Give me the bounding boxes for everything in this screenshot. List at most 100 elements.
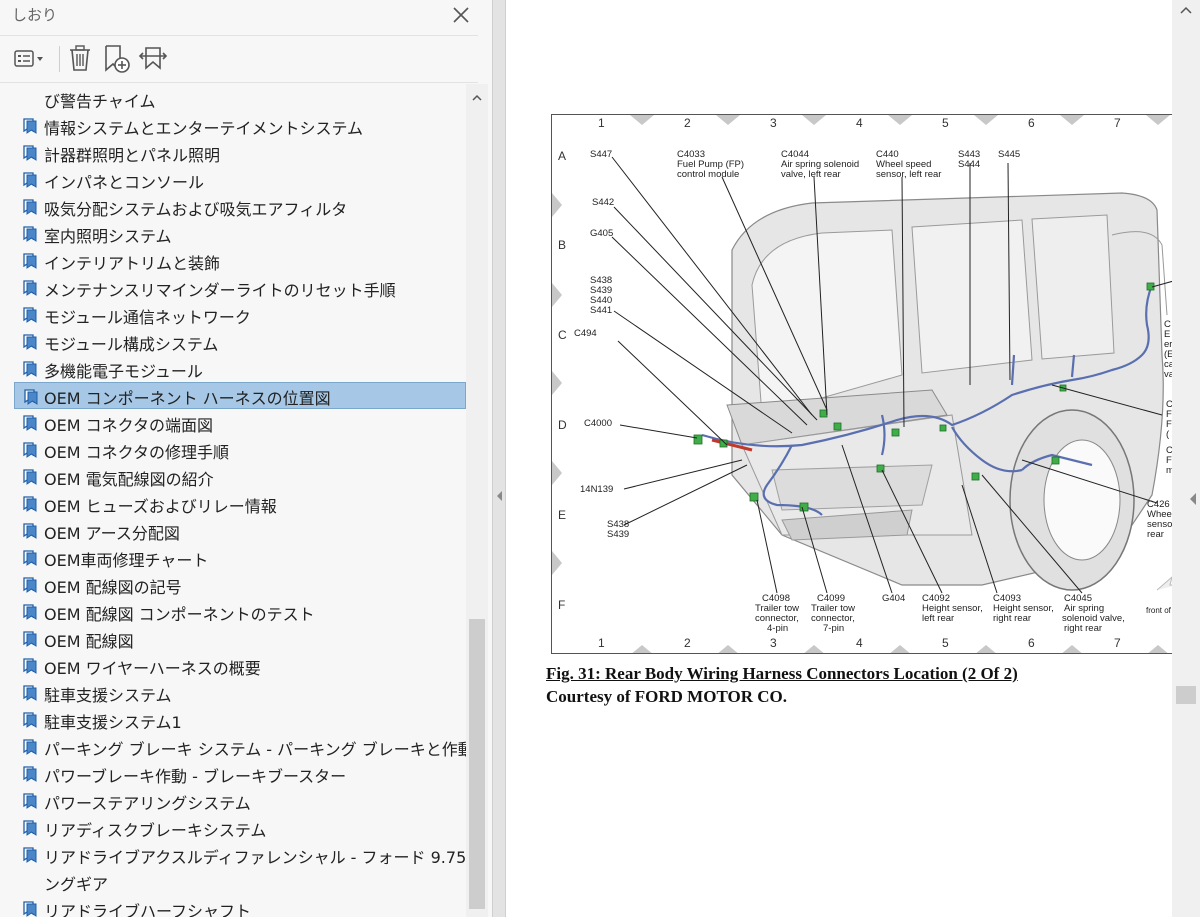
toolbar-divider <box>0 82 478 83</box>
callout-front-of: front of <box>1146 606 1172 615</box>
bookmark-label: OEM コンポーネント ハーネスの位置図 <box>44 389 331 408</box>
bookmark-item[interactable]: パワーステアリングシステム <box>14 787 466 814</box>
bookmark-label: 吸気分配システムおよび吸気エアフィルタ <box>44 200 348 219</box>
harness-segment-red <box>711 438 753 452</box>
bookmark-item[interactable]: パワーブレーキ作動 - ブレーキブースター <box>14 760 466 787</box>
callout-c4092-desc2: left rear <box>922 613 954 624</box>
bookmark-label: モジュール構成システム <box>44 335 219 354</box>
callout-s439-lower: S439 <box>607 529 629 540</box>
callout-s438-lower: S438 <box>607 519 629 530</box>
bookmark-item[interactable]: 室内照明システム <box>14 220 466 247</box>
callout-right-f3: F <box>1166 455 1172 466</box>
callout-right-e: E <box>1164 329 1170 340</box>
bookmark-item[interactable]: 駐車支援システム1 <box>14 706 466 733</box>
bookmark-icon <box>23 253 37 269</box>
bookmark-item[interactable]: インテリアトリムと装飾 <box>14 247 466 274</box>
bookmark-item[interactable]: 多機能電子モジュール <box>14 355 466 382</box>
grid-row-letter: C <box>558 328 567 342</box>
callout-c440-desc1: Wheel speed <box>876 159 931 170</box>
bookmark-item[interactable]: 情報システムとエンターテイメントシステム <box>14 112 466 139</box>
callout-right-m: m <box>1166 465 1174 476</box>
bookmark-item[interactable]: モジュール通信ネットワーク <box>14 301 466 328</box>
bookmark-icon <box>23 280 37 296</box>
callout-c4092: C4092 <box>922 593 950 604</box>
callout-c4093: C4093 <box>993 593 1021 604</box>
callout-c494: C494 <box>574 328 597 339</box>
scroll-up-button[interactable] <box>470 90 484 104</box>
bookmark-item[interactable]: OEM ワイヤーハーネスの概要 <box>14 652 466 679</box>
bookmark-item[interactable]: 計器群照明とパネル照明 <box>14 139 466 166</box>
bookmark-item[interactable]: パーキング ブレーキ システム - パーキング ブレーキと作動 <box>14 733 466 760</box>
bookmark-label: パーキング ブレーキ システム - パーキング ブレーキと作動 <box>44 740 466 759</box>
bookmark-item[interactable]: モジュール構成システム <box>14 328 466 355</box>
grid-column-number: 7 <box>1114 116 1121 130</box>
bookmark-item[interactable]: OEM アース分配図 <box>14 517 466 544</box>
frame-marker <box>1062 645 1082 653</box>
bookmark-item[interactable]: OEM 配線図の記号 <box>14 571 466 598</box>
document-scrollbar[interactable] <box>1172 0 1200 917</box>
scroll-thumb[interactable] <box>469 619 485 909</box>
grid-column-number: 1 <box>598 116 605 130</box>
bookmark-icon <box>23 415 37 431</box>
bookmark-item[interactable]: OEM コネクタの修理手順 <box>14 436 466 463</box>
frame-marker <box>552 551 562 575</box>
bookmark-list: び警告チャイム 情報システムとエンターテイメントシステム計器群照明とパネル照明イ… <box>0 84 466 917</box>
bookmark-label: インテリアトリムと装飾 <box>44 254 221 273</box>
bookmark-item[interactable]: 吸気分配システムおよび吸気エアフィルタ <box>14 193 466 220</box>
callout-s442: S442 <box>592 197 614 208</box>
callout-c4099-desc1: Trailer tow <box>811 603 855 614</box>
grid-column-number: 4 <box>856 636 863 650</box>
bookmark-item[interactable]: リアディスクブレーキシステム <box>14 814 466 841</box>
bookmark-item[interactable]: OEM 配線図 コンポーネントのテスト <box>14 598 466 625</box>
expand-bookmark-button[interactable] <box>138 44 168 74</box>
new-bookmark-button[interactable] <box>102 44 132 74</box>
delete-bookmark-button[interactable] <box>66 44 94 74</box>
callout-g404: G404 <box>882 593 905 604</box>
close-icon <box>453 7 469 23</box>
bookmark-icon <box>23 172 37 188</box>
callout-c4033-desc2: control module <box>677 169 739 180</box>
bookmark-icon <box>24 389 38 405</box>
bookmark-icon <box>23 145 37 161</box>
vehicle-illustration <box>726 192 1168 591</box>
bookmark-item[interactable]: リアドライブハーフシャフト <box>14 895 466 917</box>
callout-c440-desc2: sensor, left rear <box>876 169 941 180</box>
bookmark-item[interactable]: メンテナンスリマインダーライトのリセット手順 <box>14 274 466 301</box>
bookmark-label: 情報システムとエンターテイメントシステム <box>44 119 364 138</box>
bookmark-item[interactable]: OEM車両修理チャート <box>14 544 466 571</box>
grid-column-number: 3 <box>770 636 777 650</box>
options-button[interactable] <box>12 44 48 74</box>
grid-row-letter: D <box>558 418 567 432</box>
grid-column-number: 3 <box>770 116 777 130</box>
bookmark-label: 計器群照明とパネル照明 <box>44 146 221 165</box>
bookmark-item[interactable]: OEM 配線図 <box>14 625 466 652</box>
callout-right-paren-e: (E <box>1164 349 1174 360</box>
document-scroll-thumb[interactable] <box>1176 686 1196 704</box>
frame-marker <box>552 193 562 217</box>
bookmark-item[interactable]: OEM ヒューズおよびリレー情報 <box>14 490 466 517</box>
bookmark-label: リアドライブアクスルディファレンシャル - フォード 9.75 インチリ <box>44 848 466 867</box>
bookmark-label: OEM 配線図 コンポーネントのテスト <box>44 605 315 624</box>
bookmark-item[interactable]: OEM コンポーネント ハーネスの位置図 <box>14 382 466 409</box>
bookmark-item[interactable]: OEM 電気配線図の紹介 <box>14 463 466 490</box>
pane-splitter[interactable] <box>492 0 506 917</box>
bookmark-item[interactable]: 駐車支援システム <box>14 679 466 706</box>
bookmark-item[interactable]: OEM コネクタの端面図 <box>14 409 466 436</box>
bookmark-icon <box>23 739 37 755</box>
callout-c4033: C4033 <box>677 149 705 160</box>
callout-s440: S440 <box>590 295 612 306</box>
bookmark-item[interactable]: リアドライブアクスルディファレンシャル - フォード 9.75 インチリ <box>14 841 466 868</box>
callout-c426: C426 <box>1147 499 1170 510</box>
bookmark-icon <box>23 766 37 782</box>
close-panel-button[interactable] <box>448 2 474 28</box>
bookmark-scrollbar[interactable] <box>466 84 488 917</box>
bookmark-icon <box>23 307 37 323</box>
bookmark-label: 駐車支援システム1 <box>44 713 182 732</box>
list-options-icon <box>14 50 43 67</box>
bookmark-icon <box>23 820 37 836</box>
callout-s447: S447 <box>590 149 612 160</box>
panel-header: しおり <box>0 0 492 36</box>
bookmark-icon <box>23 361 37 377</box>
bookmark-item[interactable]: インパネとコンソール <box>14 166 466 193</box>
